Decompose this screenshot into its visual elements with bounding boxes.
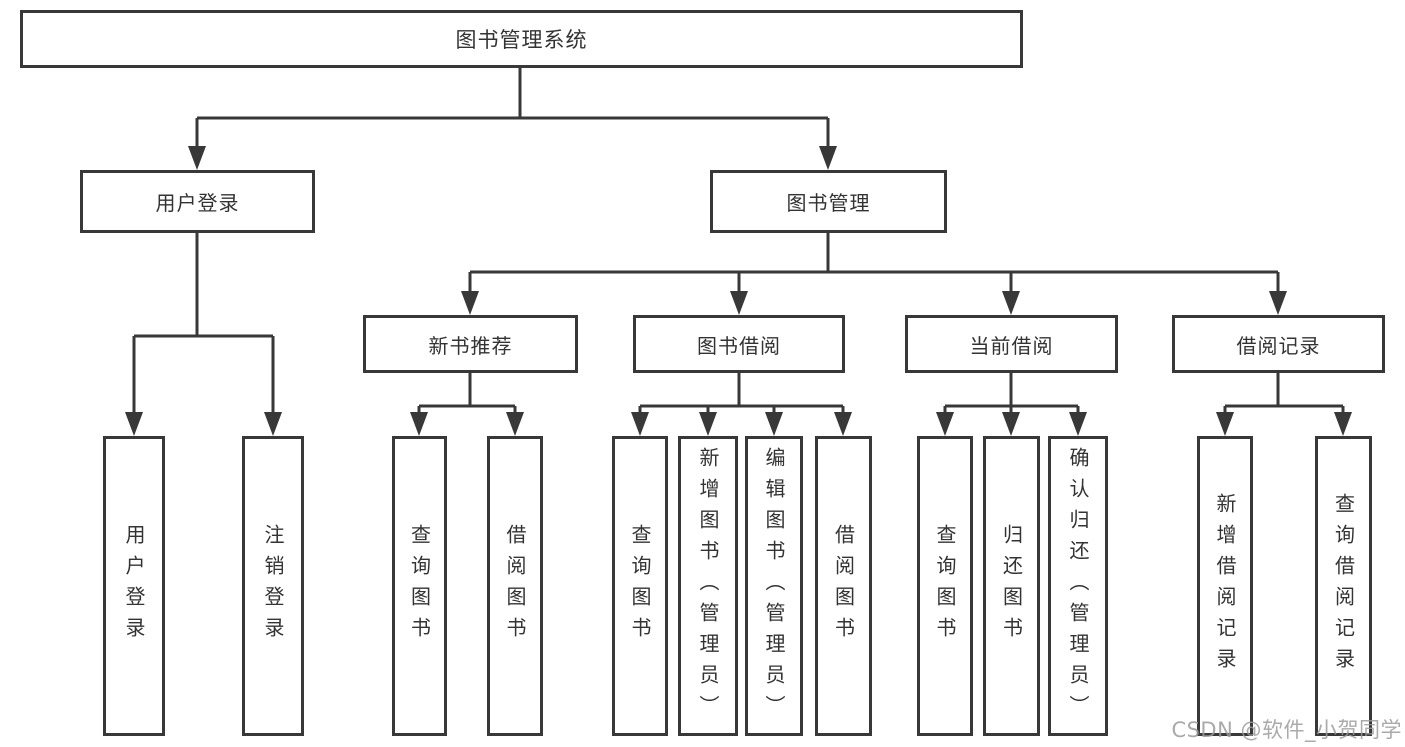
arrowheads — [125, 146, 1352, 436]
leaf-borrow-query-books-label: 查询图书 — [628, 524, 652, 648]
leaf-borrow-query-books: 查询图书 — [612, 436, 668, 736]
leaf-records-add-record: 新增借阅记录 — [1197, 436, 1253, 736]
leaf-current-return-books: 归还图书 — [983, 436, 1040, 736]
node-root: 图书管理系统 — [20, 10, 1023, 68]
leaf-recommend-query-books: 查询图书 — [392, 436, 447, 736]
node-user-login: 用户登录 — [80, 170, 315, 233]
leaf-current-return-books-label: 归还图书 — [999, 524, 1024, 648]
leaf-current-query-books-label: 查询图书 — [933, 524, 957, 648]
leaf-borrow-edit-books: 编辑图书（管理员） — [745, 436, 803, 736]
leaf-current-confirm-return: 确认归还（管理员） — [1048, 436, 1108, 736]
node-book-management: 图书管理 — [710, 170, 947, 233]
leaf-records-query-record-label: 查询借阅记录 — [1331, 493, 1356, 679]
leaf-recommend-borrow-books: 借阅图书 — [487, 436, 543, 736]
leaf-user-login: 用户登录 — [103, 436, 165, 736]
leaf-records-query-record: 查询借阅记录 — [1315, 436, 1372, 736]
leaf-logout-label: 注销登录 — [261, 524, 285, 648]
leaf-current-confirm-return-label: 确认归还（管理员） — [1066, 446, 1090, 726]
leaf-borrow-add-books: 新增图书（管理员） — [678, 436, 738, 736]
leaf-records-add-record-label: 新增借阅记录 — [1213, 493, 1237, 679]
node-borrowing-records: 借阅记录 — [1172, 315, 1385, 373]
leaf-borrow-edit-books-label: 编辑图书（管理员） — [762, 446, 786, 726]
leaf-borrow-borrow-books-label: 借阅图书 — [831, 524, 856, 648]
leaf-logout: 注销登录 — [242, 436, 304, 736]
leaf-recommend-query-books-label: 查询图书 — [407, 524, 432, 648]
leaf-user-login-label: 用户登录 — [122, 524, 146, 648]
node-current-borrowing: 当前借阅 — [905, 315, 1118, 373]
leaf-borrow-borrow-books: 借阅图书 — [815, 436, 872, 736]
leaf-recommend-borrow-books-label: 借阅图书 — [503, 524, 527, 648]
leaf-borrow-add-books-label: 新增图书（管理员） — [696, 446, 720, 726]
node-new-book-recommend: 新书推荐 — [363, 315, 578, 373]
leaf-current-query-books: 查询图书 — [917, 436, 973, 736]
node-book-borrowing: 图书借阅 — [633, 315, 845, 373]
watermark: CSDN @软件_小贺同学 — [1171, 718, 1402, 742]
